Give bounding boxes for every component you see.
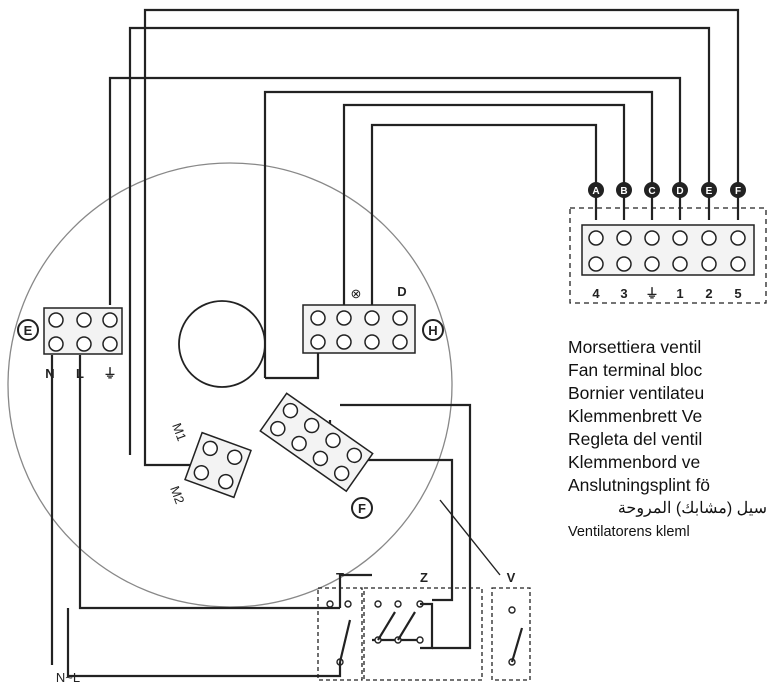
fan-top-label-e: E xyxy=(706,186,713,197)
supply-label-l: L xyxy=(76,366,84,381)
m-label-m2: M2 xyxy=(167,484,187,506)
fan-terminals xyxy=(581,224,755,276)
legend-item-en: Fan terminal bloc xyxy=(568,360,703,380)
f-terminal-block xyxy=(259,392,374,493)
h-block-badge xyxy=(422,319,444,341)
fan-bottom-label-5: 5 xyxy=(734,286,741,301)
m-label-m1: M1 xyxy=(169,421,189,443)
f-block-badge xyxy=(351,497,373,519)
legend-item-de: Klemmenbrett Ve xyxy=(568,406,703,426)
switch-z-box xyxy=(363,587,483,681)
supply-label: N~L xyxy=(56,670,80,685)
fan-bottom-label-ground: ⏚ xyxy=(645,286,658,301)
legend-item-nl: Klemmenbord ve xyxy=(568,452,701,472)
switch-v-label: V xyxy=(507,570,516,585)
h-label-lamp: ⊗ xyxy=(351,286,362,301)
fan-top-label-c: C xyxy=(648,186,655,197)
fan-bottom-label-2: 2 xyxy=(705,286,712,301)
fan-top-label-a: A xyxy=(592,186,599,197)
h-label-d: D xyxy=(397,284,406,299)
legend-item-es: Regleta del ventil xyxy=(568,429,703,449)
fan-top-labels: A B C D E F xyxy=(588,182,746,198)
f-block-label: F xyxy=(358,501,366,516)
legend-item-da: Ventilatorens kleml xyxy=(568,524,690,540)
fan-top-label-f: F xyxy=(735,186,741,197)
hob-outline-circle xyxy=(7,162,453,608)
switch-z-label: Z xyxy=(420,570,428,585)
fan-bottom-label-4: 4 xyxy=(592,286,600,301)
m-terminal-block xyxy=(184,431,252,499)
legend-item-fr: Bornier ventilateu xyxy=(568,383,705,403)
h-terminal-block: ⊗ D H xyxy=(302,284,444,354)
h-block-label: H xyxy=(428,323,437,338)
switch-v-box xyxy=(491,587,531,681)
wires xyxy=(50,8,740,665)
switch-t-box xyxy=(317,587,363,681)
switch-panel: T Z V xyxy=(66,570,531,681)
supply-block-label: E xyxy=(24,323,33,338)
switch-t-label: T xyxy=(336,570,344,585)
legend: Morsettiera ventil Fan terminal bloc Bor… xyxy=(568,336,767,544)
hob-center-circle xyxy=(178,300,266,388)
fan-bottom-label-1: 1 xyxy=(676,286,683,301)
supply-label-n: N xyxy=(45,366,54,381)
fan-bottom-label-3: 3 xyxy=(620,286,627,301)
supply-label-ground: ⏚ xyxy=(103,366,116,381)
supply-terminal-block: E N L ⏚ xyxy=(17,307,123,381)
legend-item-it: Morsettiera ventil xyxy=(568,337,702,357)
fan-top-label-d: D xyxy=(676,186,683,197)
fan-terminal-block: A B C D E F 4 3 ⏚ 1 2 5 xyxy=(569,182,767,304)
legend-item-sv: Anslutningsplint fö xyxy=(568,475,711,495)
fan-bottom-labels: 4 3 ⏚ 1 2 5 xyxy=(592,286,741,301)
supply-block-badge xyxy=(17,319,39,341)
legend-item-ar: سيل (مشابك) المروحة xyxy=(617,500,767,517)
fan-top-label-b: B xyxy=(620,186,627,197)
